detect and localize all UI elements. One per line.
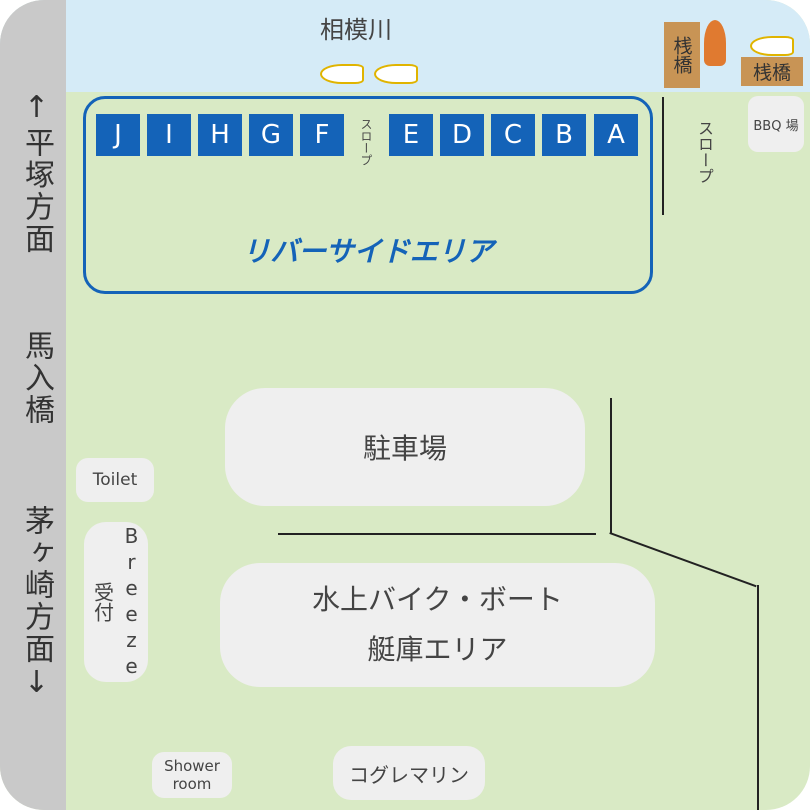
- slot-h: H: [198, 114, 242, 156]
- kogure-marine: コグレマリン: [333, 746, 485, 800]
- shower-line2: room: [172, 775, 212, 793]
- slope-outer-label: スロープ: [695, 120, 714, 184]
- divider-line: [610, 398, 612, 534]
- pier: 桟橋: [664, 22, 700, 88]
- storage-line2: 艇庫エリア: [367, 633, 508, 666]
- boat-icon: [704, 20, 726, 66]
- slot-i: I: [147, 114, 191, 156]
- reception-label: 受付: [90, 582, 115, 622]
- slot-g: G: [249, 114, 293, 156]
- reception-breeze: 受付 Breeze: [84, 522, 148, 682]
- slot-b: B: [542, 114, 586, 156]
- slot-j: J: [96, 114, 140, 156]
- jetski-icon: [320, 64, 364, 84]
- river-label: 相模川: [320, 16, 392, 44]
- riverside-area: [83, 96, 653, 294]
- slot-f: F: [300, 114, 344, 156]
- jetski-icon: [750, 36, 794, 56]
- slot-d: D: [440, 114, 484, 156]
- slot-c: C: [491, 114, 535, 156]
- shower-line1: Shower: [164, 757, 220, 775]
- slot-e: E: [389, 114, 433, 156]
- slope-inner-label: スロープ: [359, 118, 373, 166]
- divider-line: [278, 533, 596, 535]
- toilet: Toilet: [76, 458, 154, 502]
- road: [0, 0, 66, 810]
- pier: 桟橋: [741, 57, 803, 86]
- road-south-label: 茅ヶ崎方面↓: [19, 505, 54, 702]
- road-north-label: ↑平塚方面: [19, 90, 54, 255]
- parking: 駐車場: [225, 388, 585, 506]
- jetski-icon: [374, 64, 418, 84]
- divider-line: [757, 585, 759, 810]
- bridge-label: 馬入橋: [19, 330, 54, 426]
- storage-line1: 水上バイク・ボート: [312, 583, 563, 616]
- divider-line: [662, 97, 664, 215]
- riverside-area-label: リバーサイドエリア: [242, 235, 494, 268]
- bbq-area: BBQ 場: [748, 96, 804, 152]
- slot-a: A: [594, 114, 638, 156]
- reception-name: Breeze: [119, 524, 144, 680]
- storage-area: 水上バイク・ボート 艇庫エリア: [220, 563, 655, 687]
- shower-room: Shower room: [152, 752, 232, 798]
